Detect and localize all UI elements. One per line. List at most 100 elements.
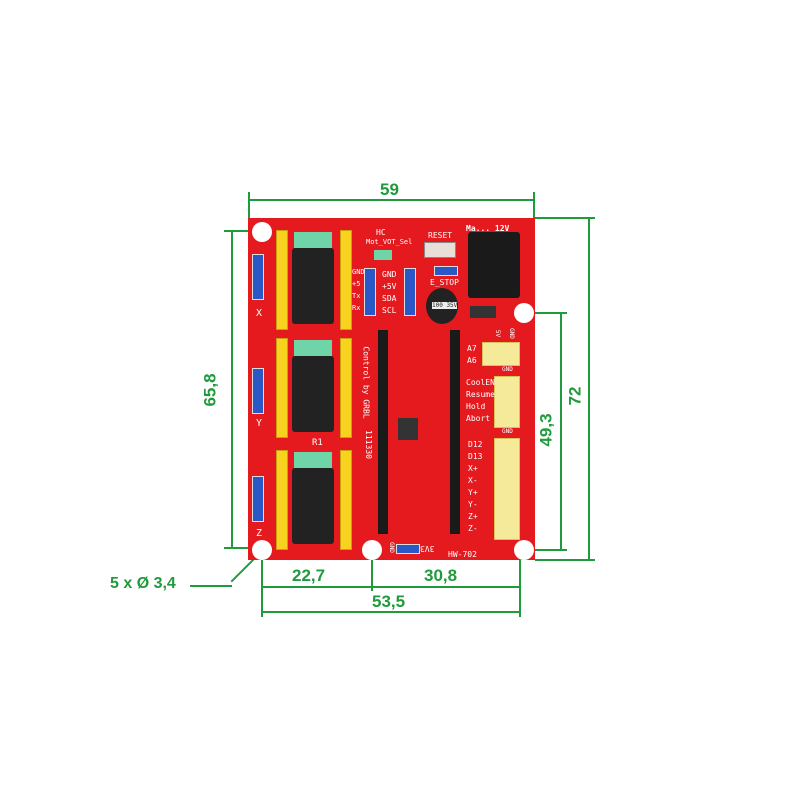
jumper-block xyxy=(294,232,332,248)
driver-header xyxy=(340,450,352,550)
uart-rx: Rx xyxy=(352,304,361,312)
pin-x-minus: X- xyxy=(468,476,478,485)
uart-5v: +5 xyxy=(352,280,361,288)
gnd-bottom-label: GND xyxy=(387,542,395,553)
dim-line-right-inner xyxy=(560,313,562,550)
analog-head-gnd: GND xyxy=(507,328,515,339)
stepper-driver-y xyxy=(292,356,334,432)
cnc-shield-board: X Y Z R1 HC Mot_VOT_Sel RESET Ma... 12V … xyxy=(248,218,535,560)
uart-connector xyxy=(364,268,376,316)
dim-line-left xyxy=(231,230,233,548)
gnd-label-1: GND xyxy=(502,366,513,373)
dim-hole-span: 53,5 xyxy=(372,592,406,611)
dim-line-bottom-2 xyxy=(262,611,520,613)
jumper-block xyxy=(294,452,332,468)
header-left xyxy=(378,330,388,534)
motor-connector-z xyxy=(252,476,264,522)
estop-label: E_STOP xyxy=(430,278,459,287)
model-label: HW-702 xyxy=(448,550,477,559)
dim-line-bottom xyxy=(262,586,520,588)
dim-tick xyxy=(248,192,250,218)
reset-button xyxy=(424,242,456,258)
i2c-connector xyxy=(404,268,416,316)
uart-tx: Tx xyxy=(352,292,361,300)
driver-header xyxy=(340,230,352,330)
mount-hole xyxy=(514,540,534,560)
jumper-block xyxy=(294,340,332,356)
mot-sel-label: Mot_VOT_Sel xyxy=(366,238,413,246)
dim-tick xyxy=(533,192,535,218)
a6-label: A6 xyxy=(467,356,477,365)
analog-head-5v: 5V xyxy=(494,329,502,338)
dim-holes: 5 x Ø 3,4 xyxy=(110,575,176,592)
dim-tick xyxy=(535,217,595,219)
pin-resume: Resume xyxy=(466,390,495,399)
analog-header xyxy=(482,342,520,366)
pin-y-plus: Y+ xyxy=(468,488,478,497)
dim-tick xyxy=(224,230,260,232)
control-label: Control by GRBL xyxy=(361,346,371,419)
driver-header xyxy=(276,338,288,438)
diode xyxy=(470,306,496,318)
axis-label-x: X xyxy=(256,308,263,319)
a7-label: A7 xyxy=(467,344,477,353)
mount-hole xyxy=(252,540,272,560)
header-right xyxy=(450,330,460,534)
i2c-sda: SDA xyxy=(382,294,397,303)
pin-z-plus: Z+ xyxy=(468,512,478,521)
dim-tick xyxy=(224,547,260,549)
dim-tick xyxy=(261,555,263,617)
control-header xyxy=(494,376,520,428)
pin-abort: Abort xyxy=(466,414,491,423)
dim-hole-height-left: 65,8 xyxy=(200,373,220,407)
code-label: 111330 xyxy=(363,430,373,459)
power-label: Ma... 12V xyxy=(466,224,510,233)
dim-hole-height-right: 49,3 xyxy=(536,413,556,447)
uart-gnd: GND xyxy=(352,268,365,276)
regulator xyxy=(398,418,418,440)
r1-label: R1 xyxy=(312,438,323,448)
pin-x-plus: X+ xyxy=(468,464,478,473)
mot-sel-jumper xyxy=(374,250,392,260)
stepper-driver-z xyxy=(292,468,334,544)
dim-tick xyxy=(371,555,373,591)
capacitor-label: 100 35V xyxy=(432,302,458,309)
driver-header xyxy=(276,230,288,330)
3v3-label: 3V3 xyxy=(420,544,435,553)
hc-label: HC xyxy=(376,228,386,237)
mount-hole xyxy=(252,222,272,242)
3v3-connector xyxy=(396,544,420,554)
reset-label: RESET xyxy=(428,231,453,240)
dim-line-top xyxy=(248,199,535,201)
driver-header xyxy=(276,450,288,550)
dim-hole-offset-left: 22,7 xyxy=(292,566,326,585)
stepper-driver-x xyxy=(292,248,334,324)
axis-label-y: Y xyxy=(256,418,263,429)
mount-hole xyxy=(362,540,382,560)
io-header xyxy=(494,438,520,540)
dim-line-right xyxy=(588,218,590,560)
i2c-gnd: GND xyxy=(382,270,397,279)
i2c-scl: SCL xyxy=(382,306,397,315)
leader-line xyxy=(190,585,232,587)
power-jack xyxy=(468,232,520,298)
axis-label-z: Z xyxy=(256,528,263,539)
dim-tick xyxy=(535,559,595,561)
pin-z-minus: Z- xyxy=(468,524,478,533)
gnd-label-2: GND xyxy=(502,428,513,435)
pin-hold: Hold xyxy=(466,402,486,411)
motor-connector-y xyxy=(252,368,264,414)
dim-tick xyxy=(519,555,521,617)
pin-coolen: CoolEN xyxy=(466,378,495,387)
dim-hole-offset-right: 30,8 xyxy=(424,566,458,585)
driver-header xyxy=(340,338,352,438)
pin-d13: D13 xyxy=(468,452,483,461)
estop-connector xyxy=(434,266,458,276)
dim-overall-height: 72 xyxy=(565,386,585,406)
motor-connector-x xyxy=(252,254,264,300)
dim-tick xyxy=(525,312,567,314)
dim-overall-width: 59 xyxy=(380,180,399,199)
i2c-5v: +5V xyxy=(382,282,397,291)
pin-y-minus: Y- xyxy=(468,500,478,509)
pin-d12: D12 xyxy=(468,440,483,449)
